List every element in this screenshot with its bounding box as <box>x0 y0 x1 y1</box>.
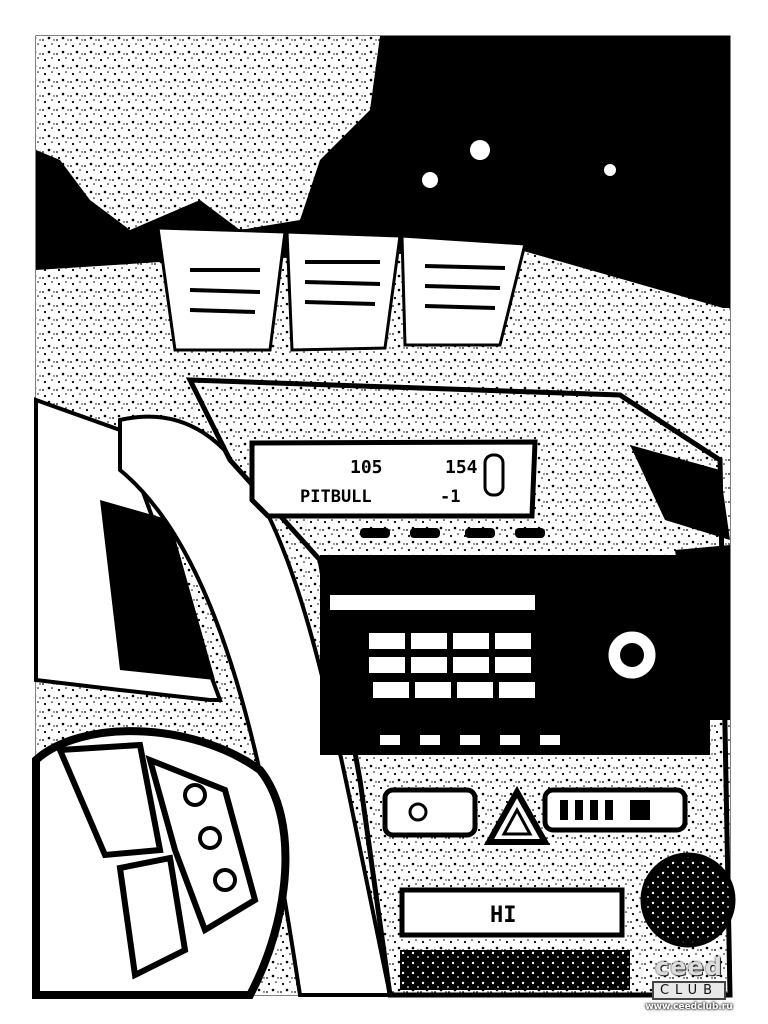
watermark-url: www.ceedclub.ru <box>645 1002 733 1012</box>
hazard-icon <box>501 806 533 836</box>
voice-button[interactable] <box>198 826 222 850</box>
watermark-club: CLUB <box>651 981 727 1000</box>
right-air-vent <box>630 445 730 540</box>
radio-display: 105 154 PITBULL -1 <box>249 439 538 519</box>
car-door-icon <box>483 453 505 497</box>
ceedclub-watermark: ceed CLUB www.ceedclub.ru <box>610 955 768 1024</box>
lower-controls: HI <box>382 785 736 990</box>
steering-button-left-lower[interactable] <box>116 854 189 980</box>
display-station-name: PITBULL <box>300 487 372 507</box>
display-line1-right: 154 <box>445 457 478 478</box>
hangup-button[interactable] <box>213 868 237 892</box>
watermark-logo: ceed <box>655 953 723 981</box>
radio-panel <box>320 555 710 755</box>
climate-knob[interactable] <box>640 852 736 948</box>
display-buttons <box>360 528 545 538</box>
cups <box>156 226 527 352</box>
steering-wheel-controls <box>32 727 290 999</box>
phone-button[interactable] <box>183 783 207 807</box>
display-line2-right: -1 <box>440 487 460 507</box>
climate-display: HI <box>490 903 517 928</box>
hazard-button[interactable] <box>483 785 551 845</box>
display-frequency: 105 <box>350 457 383 478</box>
